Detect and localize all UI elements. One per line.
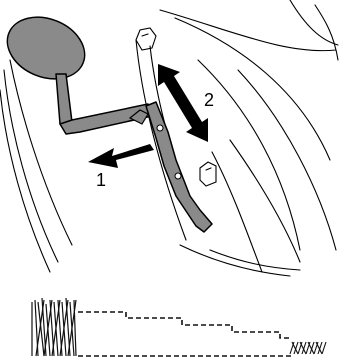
callout-label-1: 1 <box>96 170 106 190</box>
lever-hole <box>175 173 181 179</box>
lever-shaft <box>56 74 72 124</box>
callout-label-2: 2 <box>204 90 214 110</box>
code-strip-right-block <box>290 342 326 354</box>
lever-hole <box>157 125 163 131</box>
code-strip-left-block <box>32 298 76 356</box>
image-reference-code-strip <box>32 298 326 356</box>
code-strip-dashes <box>78 312 292 356</box>
arrow-1-icon <box>88 144 154 168</box>
